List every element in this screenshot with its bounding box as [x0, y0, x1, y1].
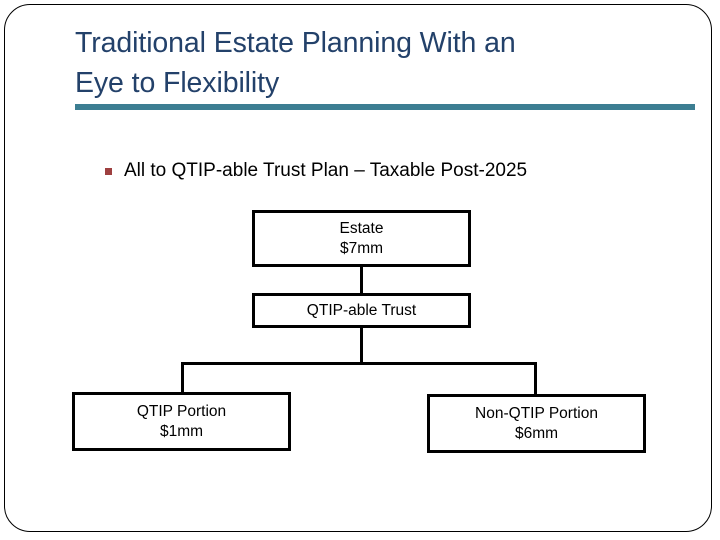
connector-estate-to-trust: [360, 264, 363, 296]
connector-to-qtip-portion: [181, 362, 184, 394]
node-non-qtip-portion: Non-QTIP Portion $6mm: [427, 394, 646, 453]
node-qtip-able-trust: QTIP-able Trust: [252, 293, 471, 328]
title-underline-rule: [75, 104, 695, 110]
node-qtip-portion-label: QTIP Portion: [136, 402, 227, 420]
page-title: Traditional Estate Planning With an Eye …: [75, 23, 675, 103]
connector-split-bar: [181, 362, 537, 365]
node-non-qtip-portion-value: $6mm: [514, 424, 559, 442]
node-qtip-able-trust-label: QTIP-able Trust: [306, 301, 417, 319]
node-non-qtip-portion-label: Non-QTIP Portion: [475, 404, 598, 422]
slide-frame: Traditional Estate Planning With an Eye …: [4, 4, 712, 532]
node-qtip-portion: QTIP Portion $1mm: [72, 392, 291, 451]
node-estate-value: $7mm: [339, 239, 384, 257]
bullet-item: All to QTIP-able Trust Plan – Taxable Po…: [105, 159, 527, 183]
bullet-item-label: All to QTIP-able Trust Plan – Taxable Po…: [124, 160, 528, 181]
node-qtip-portion-value: $1mm: [159, 422, 204, 440]
estate-flow-diagram: Estate $7mm QTIP-able Trust QTIP Portion…: [5, 5, 713, 533]
connector-trust-down: [360, 325, 363, 365]
page-title-text: Traditional Estate Planning With an Eye …: [75, 27, 516, 99]
connector-to-non-qtip: [534, 362, 537, 396]
node-estate-label: Estate: [339, 219, 384, 237]
square-bullet-icon: [105, 168, 112, 175]
node-estate: Estate $7mm: [252, 210, 471, 267]
